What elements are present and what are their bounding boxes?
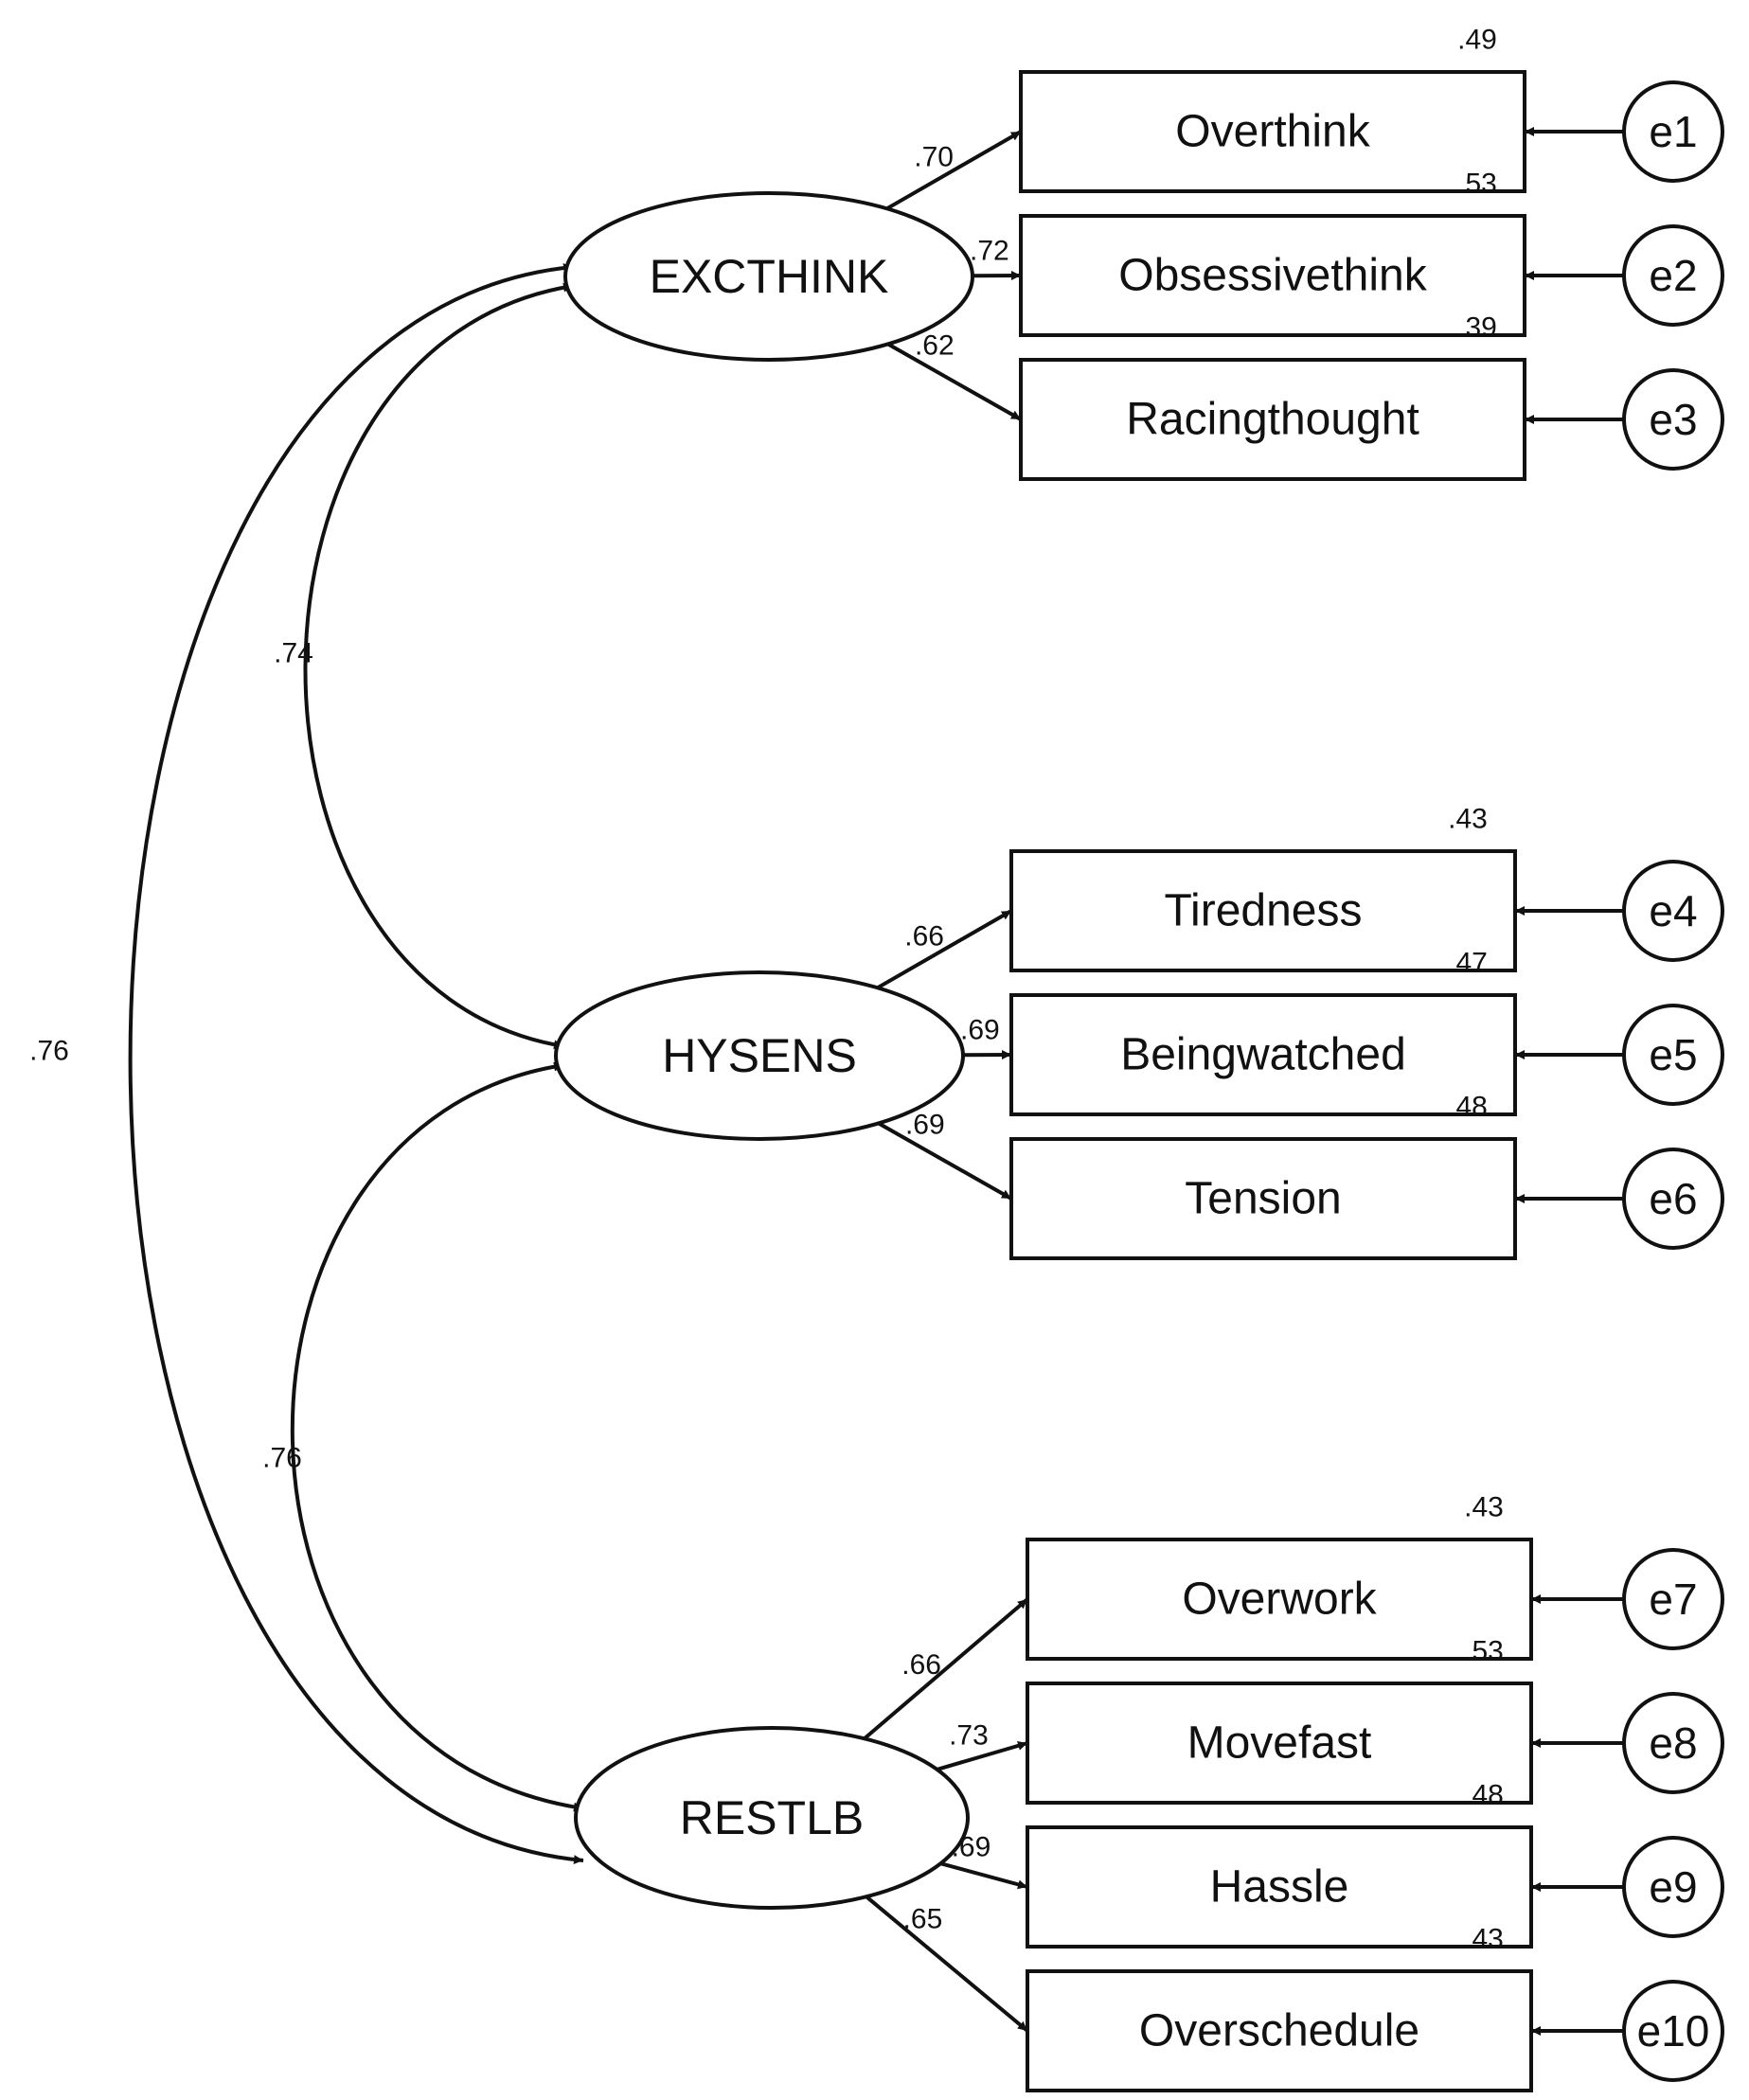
r-squared-obsessivethink: .53	[1457, 169, 1497, 200]
error-term-e3	[1622, 368, 1724, 471]
loading-label-hassle: .69	[952, 1831, 991, 1862]
error-term-e6	[1622, 1148, 1724, 1250]
loading-arrow-overthink	[885, 130, 1022, 211]
indicator-label-movefast: Movefast	[1187, 1718, 1372, 1769]
error-term-e9	[1622, 1836, 1724, 1938]
indicator-tension	[1009, 1137, 1517, 1260]
loading-arrow-overschedule	[865, 1895, 1029, 2033]
loading-label-overthink: .70	[914, 141, 954, 172]
indicator-label-tension: Tension	[1185, 1174, 1341, 1224]
r-squared-overschedule: .43	[1464, 1924, 1504, 1955]
error-label-e9: e9	[1649, 1862, 1697, 1912]
r-squared-racingthought: .39	[1457, 312, 1497, 344]
correlation-arc-excthink-hysens	[303, 282, 574, 1050]
indicator-label-tiredness: Tiredness	[1165, 886, 1363, 936]
latent-restlb	[574, 1726, 970, 1910]
indicator-label-overwork: Overwork	[1182, 1575, 1377, 1625]
latent-excthink	[563, 191, 974, 362]
error-label-e2: e2	[1649, 251, 1697, 300]
indicator-movefast	[1026, 1682, 1533, 1805]
indicator-label-overschedule: Overschedule	[1139, 2006, 1419, 2056]
correlation-layer	[128, 263, 584, 1865]
error-label-e1: e1	[1649, 107, 1697, 156]
indicator-hassle	[1026, 1825, 1533, 1949]
loading-arrow-movefast	[936, 1741, 1028, 1771]
correlation-label-excthink-restlb: .76	[29, 1036, 69, 1067]
error-label-e3: e3	[1649, 395, 1697, 444]
loading-label-tiredness: .66	[904, 920, 944, 952]
indicator-overschedule	[1026, 1969, 1533, 2092]
error-label-e8: e8	[1649, 1718, 1697, 1768]
indicator-beingwatched	[1009, 993, 1517, 1116]
latent-label-restlb: RESTLB	[680, 1791, 865, 1844]
node-layer: EXCTHINK HYSENS RESTLB Overthink .49 e1 .70Obs…	[29, 25, 1724, 2092]
loading-arrow-overwork	[863, 1597, 1029, 1740]
indicator-racingthought	[1019, 358, 1526, 481]
r-squared-movefast: .53	[1464, 1636, 1504, 1667]
r-squared-overthink: .49	[1457, 25, 1497, 56]
error-term-e10	[1622, 1980, 1724, 2082]
r-squared-tension: .48	[1448, 1092, 1488, 1123]
correlation-label-hysens-restlb: .76	[262, 1443, 302, 1474]
indicator-label-hassle: Hassle	[1210, 1862, 1349, 1913]
loading-arrow-racingthought	[886, 342, 1022, 421]
error-term-e2	[1622, 224, 1724, 327]
loading-arrow-tiredness	[876, 909, 1012, 990]
indicator-label-obsessivethink: Obsessivethink	[1118, 251, 1427, 301]
error-label-e5: e5	[1649, 1030, 1697, 1079]
indicator-label-overthink: Overthink	[1175, 107, 1370, 157]
r-squared-hassle: .48	[1464, 1780, 1504, 1811]
r-squared-tiredness: .43	[1448, 804, 1488, 835]
error-term-e4	[1622, 860, 1724, 962]
loading-label-beingwatched: .69	[960, 1015, 1000, 1046]
error-label-e7: e7	[1649, 1575, 1697, 1624]
latent-hysens	[554, 970, 965, 1141]
loading-label-overschedule: .65	[903, 1903, 943, 1934]
indicator-overthink	[1019, 70, 1526, 193]
loading-label-obsessivethink: .72	[970, 236, 1009, 267]
r-squared-beingwatched: .47	[1448, 948, 1488, 979]
error-term-e7	[1622, 1548, 1724, 1650]
loading-label-overwork: .66	[901, 1649, 941, 1681]
latent-label-excthink: EXCTHINK	[650, 250, 889, 303]
error-label-e4: e4	[1649, 886, 1697, 935]
loading-label-racingthought: .62	[915, 330, 955, 362]
latent-label-hysens: HYSENS	[662, 1029, 857, 1082]
loading-label-tension: .69	[905, 1110, 945, 1141]
r-squared-overwork: .43	[1464, 1492, 1504, 1523]
error-label-e6: e6	[1649, 1174, 1697, 1223]
error-label-e10: e10	[1637, 2006, 1710, 2056]
correlation-arc-excthink-restlb	[128, 263, 584, 1865]
error-term-e1	[1622, 80, 1724, 183]
indicator-overwork	[1026, 1538, 1533, 1661]
path-layer	[863, 127, 1624, 2036]
loading-arrow-tension	[877, 1121, 1012, 1201]
indicator-obsessivethink	[1019, 214, 1526, 337]
correlation-label-excthink-hysens: .74	[274, 638, 313, 669]
loading-arrow-hassle	[939, 1861, 1028, 1890]
correlation-arc-hysens-restlb	[290, 1061, 584, 1812]
indicator-tiredness	[1009, 849, 1517, 972]
indicator-label-racingthought: Racingthought	[1126, 395, 1419, 445]
loading-label-movefast: .73	[949, 1720, 989, 1752]
error-term-e5	[1622, 1004, 1724, 1106]
indicator-label-beingwatched: Beingwatched	[1120, 1030, 1406, 1080]
error-term-e8	[1622, 1692, 1724, 1794]
